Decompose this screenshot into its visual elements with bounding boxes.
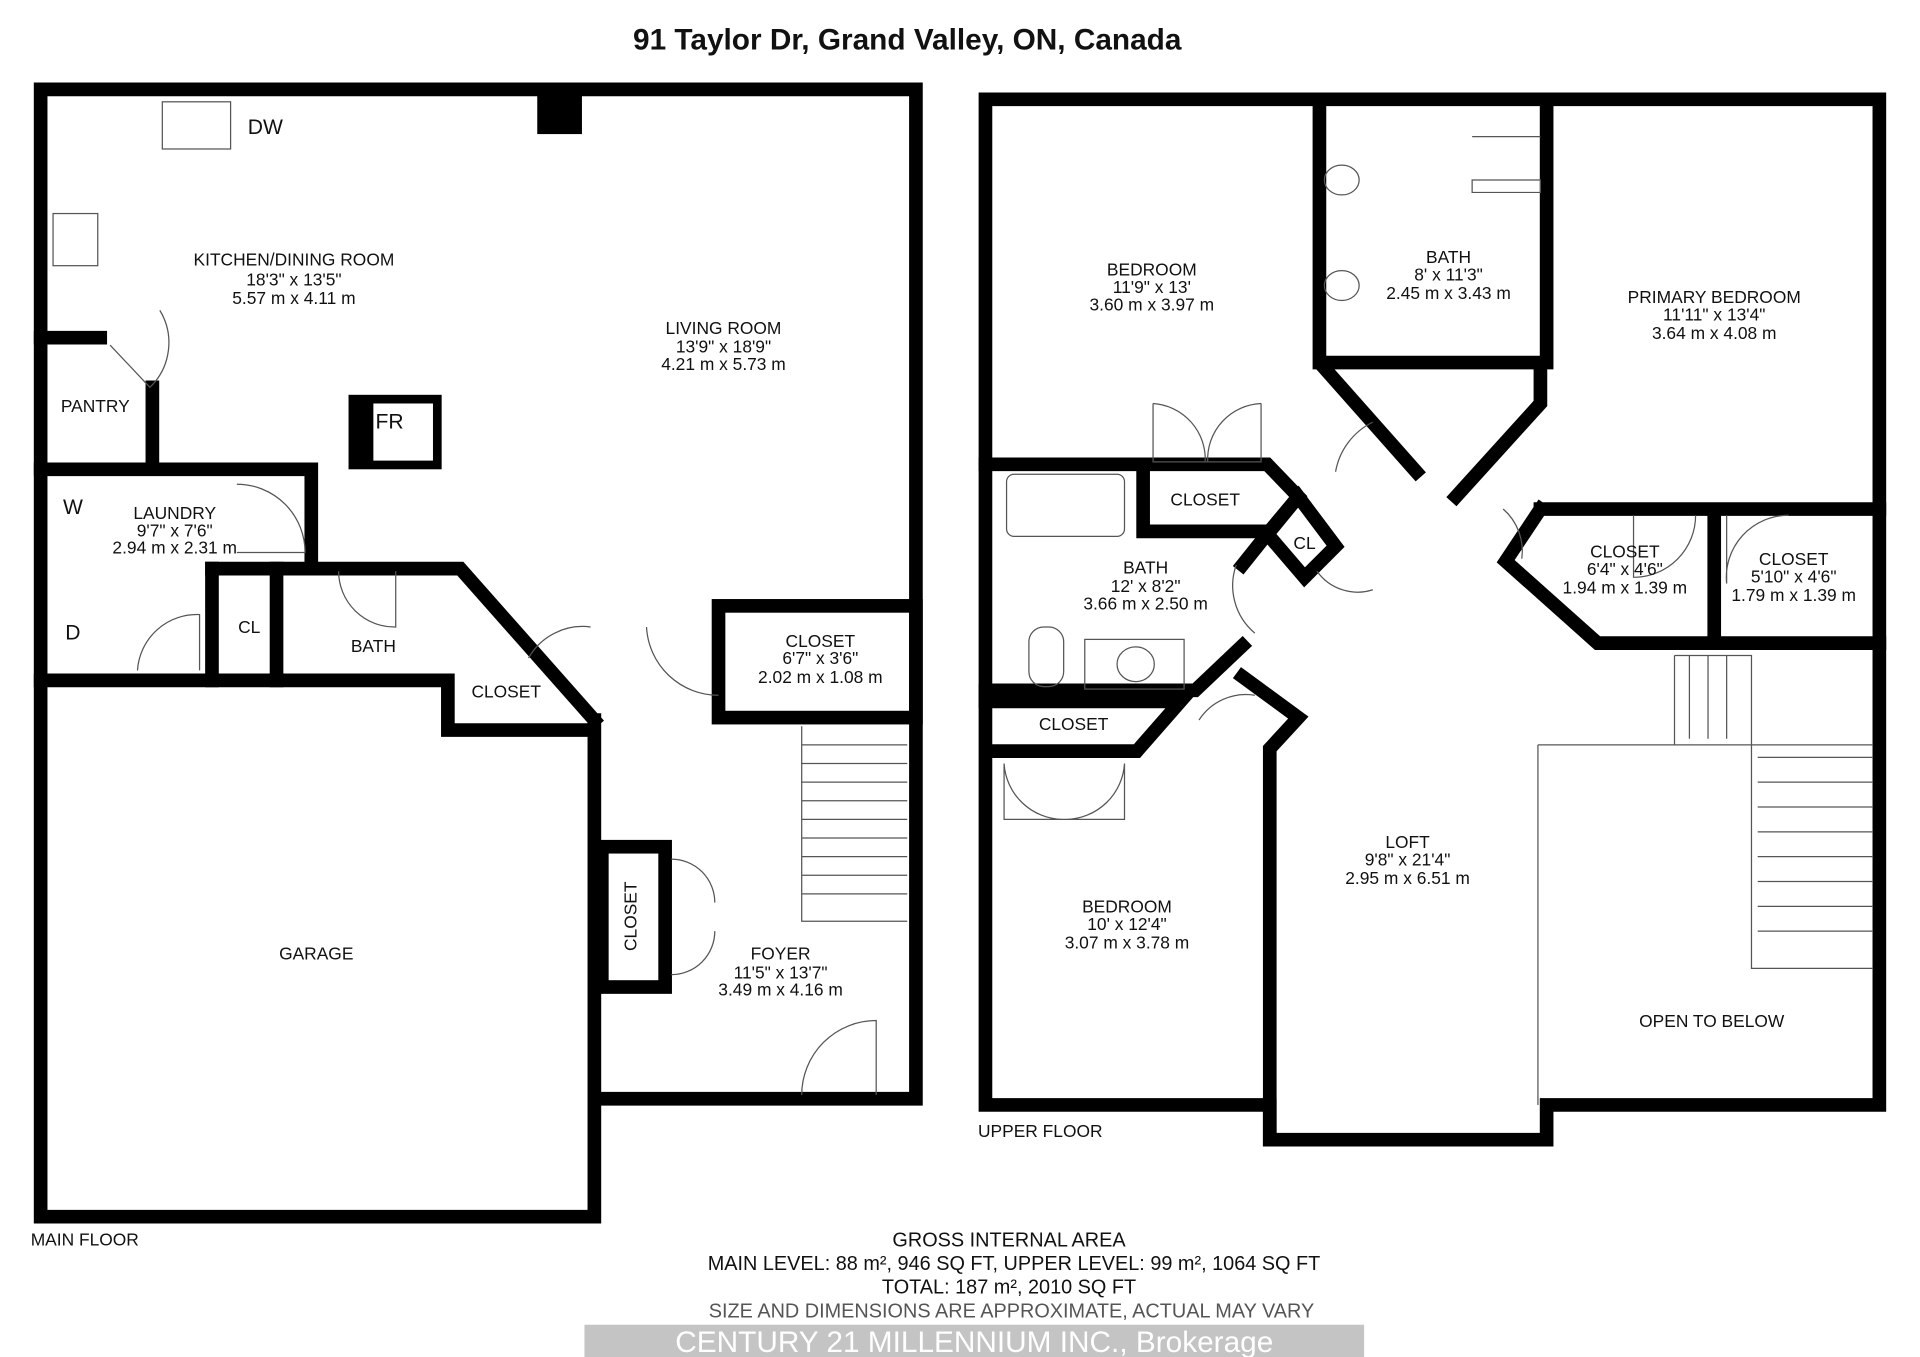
- room-closet-imperial: 6'4" x 4'6": [1587, 559, 1663, 579]
- room-bath-metric: 3.66 m x 2.50 m: [1083, 594, 1208, 614]
- room-primary-bedroom-metric: 3.64 m x 4.08 m: [1652, 323, 1777, 343]
- fridge-label: FR: [375, 410, 403, 433]
- room-cl-name: CL: [238, 617, 261, 637]
- room-closet-name: CLOSET: [471, 682, 541, 702]
- open-to-below-label: OPEN TO BELOW: [1639, 1011, 1785, 1031]
- room-kitchen-imperial: 18'3" x 13'5": [246, 270, 341, 290]
- room-closet-imperial: 6'7" x 3'6": [782, 648, 858, 668]
- upper-floor-labels: BEDROOM 11'9" x 13' 3.60 m x 3.97 m BATH…: [978, 247, 1856, 1141]
- room-bath-metric: 2.45 m x 3.43 m: [1386, 283, 1511, 303]
- upper-floor-walls: [978, 92, 1887, 1147]
- room-bedroom-name: BEDROOM: [1107, 260, 1197, 280]
- room-loft-metric: 2.95 m x 6.51 m: [1345, 868, 1470, 888]
- disclaimer: SIZE AND DIMENSIONS ARE APPROXIMATE, ACT…: [709, 1300, 1315, 1322]
- room-living-metric: 4.21 m x 5.73 m: [661, 354, 786, 374]
- room-bedroom-imperial: 10' x 12'4": [1087, 914, 1166, 934]
- page-title: 91 Taylor Dr, Grand Valley, ON, Canada: [633, 24, 1182, 57]
- room-bedroom-imperial: 11'9" x 13': [1113, 277, 1191, 297]
- room-closet-name: CLOSET: [1170, 489, 1240, 509]
- main-floor-walls: [33, 82, 923, 1224]
- room-loft-imperial: 9'8" x 21'4": [1365, 849, 1451, 869]
- room-closet-metric: 2.02 m x 1.08 m: [758, 667, 883, 687]
- room-laundry-imperial: 9'7" x 7'6": [137, 520, 213, 540]
- room-garage-name: GARAGE: [279, 944, 353, 964]
- room-bedroom-metric: 3.07 m x 3.78 m: [1065, 933, 1190, 953]
- total-area: TOTAL: 187 m², 2010 SQ FT: [882, 1277, 1136, 1299]
- room-primary-bedroom-imperial: 11'11" x 13'4": [1663, 304, 1765, 324]
- room-living-name: LIVING ROOM: [666, 318, 782, 338]
- room-closet-metric: 1.79 m x 1.39 m: [1731, 585, 1856, 605]
- main-floor-label: MAIN FLOOR: [31, 1229, 139, 1249]
- upper-floor-fixtures: [1003, 135, 1874, 1105]
- room-cl-name: CL: [1293, 533, 1316, 553]
- dryer-label: D: [65, 621, 80, 644]
- dishwasher-label: DW: [248, 116, 283, 139]
- room-closet-metric: 1.94 m x 1.39 m: [1563, 577, 1688, 597]
- room-foyer-imperial: 11'5" x 13'7": [734, 962, 828, 982]
- room-foyer-metric: 3.49 m x 4.16 m: [718, 980, 843, 1000]
- room-bath-name: BATH: [1426, 247, 1471, 267]
- room-bath-name: BATH: [351, 636, 396, 656]
- room-closet-name: CLOSET: [1039, 714, 1109, 734]
- main-floor-labels: KITCHEN/DINING ROOM 18'3" x 13'5" 5.57 m…: [31, 116, 883, 1249]
- room-bedroom-name: BEDROOM: [1082, 897, 1172, 917]
- watermark-band: [584, 1324, 1365, 1357]
- washer-label: W: [63, 496, 83, 519]
- room-bath-imperial: 12' x 8'2": [1111, 576, 1181, 596]
- room-laundry-name: LAUNDRY: [133, 503, 216, 523]
- upper-floor-label: UPPER FLOOR: [978, 1121, 1103, 1141]
- room-primary-bedroom-name: PRIMARY BEDROOM: [1628, 287, 1801, 307]
- room-loft-name: LOFT: [1385, 832, 1430, 852]
- room-bath-imperial: 8' x 11'3": [1414, 265, 1483, 285]
- watermark-text: CENTURY 21 MILLENNIUM INC., Brokerage: [675, 1326, 1273, 1357]
- level-areas: MAIN LEVEL: 88 m², 946 SQ FT, UPPER LEVE…: [708, 1253, 1321, 1275]
- room-kitchen-name: KITCHEN/DINING ROOM: [194, 250, 395, 270]
- room-closet-name: CLOSET: [621, 881, 641, 951]
- room-living-imperial: 13'9" x 18'9": [676, 337, 771, 357]
- gross-area-heading: GROSS INTERNAL AREA: [892, 1230, 1126, 1252]
- room-closet-name: CLOSET: [1590, 541, 1660, 561]
- room-pantry-name: PANTRY: [61, 396, 130, 416]
- room-kitchen-metric: 5.57 m x 4.11 m: [232, 288, 355, 308]
- room-closet-name: CLOSET: [1759, 549, 1829, 569]
- room-foyer-name: FOYER: [751, 944, 811, 964]
- room-closet-name: CLOSET: [786, 631, 856, 651]
- room-bath-name: BATH: [1123, 558, 1168, 578]
- room-closet-imperial: 5'10" x 4'6": [1751, 566, 1837, 586]
- area-summary: GROSS INTERNAL AREA MAIN LEVEL: 88 m², 9…: [584, 1230, 1365, 1357]
- room-bedroom-metric: 3.60 m x 3.97 m: [1090, 294, 1215, 314]
- room-laundry-metric: 2.94 m x 2.31 m: [112, 538, 237, 558]
